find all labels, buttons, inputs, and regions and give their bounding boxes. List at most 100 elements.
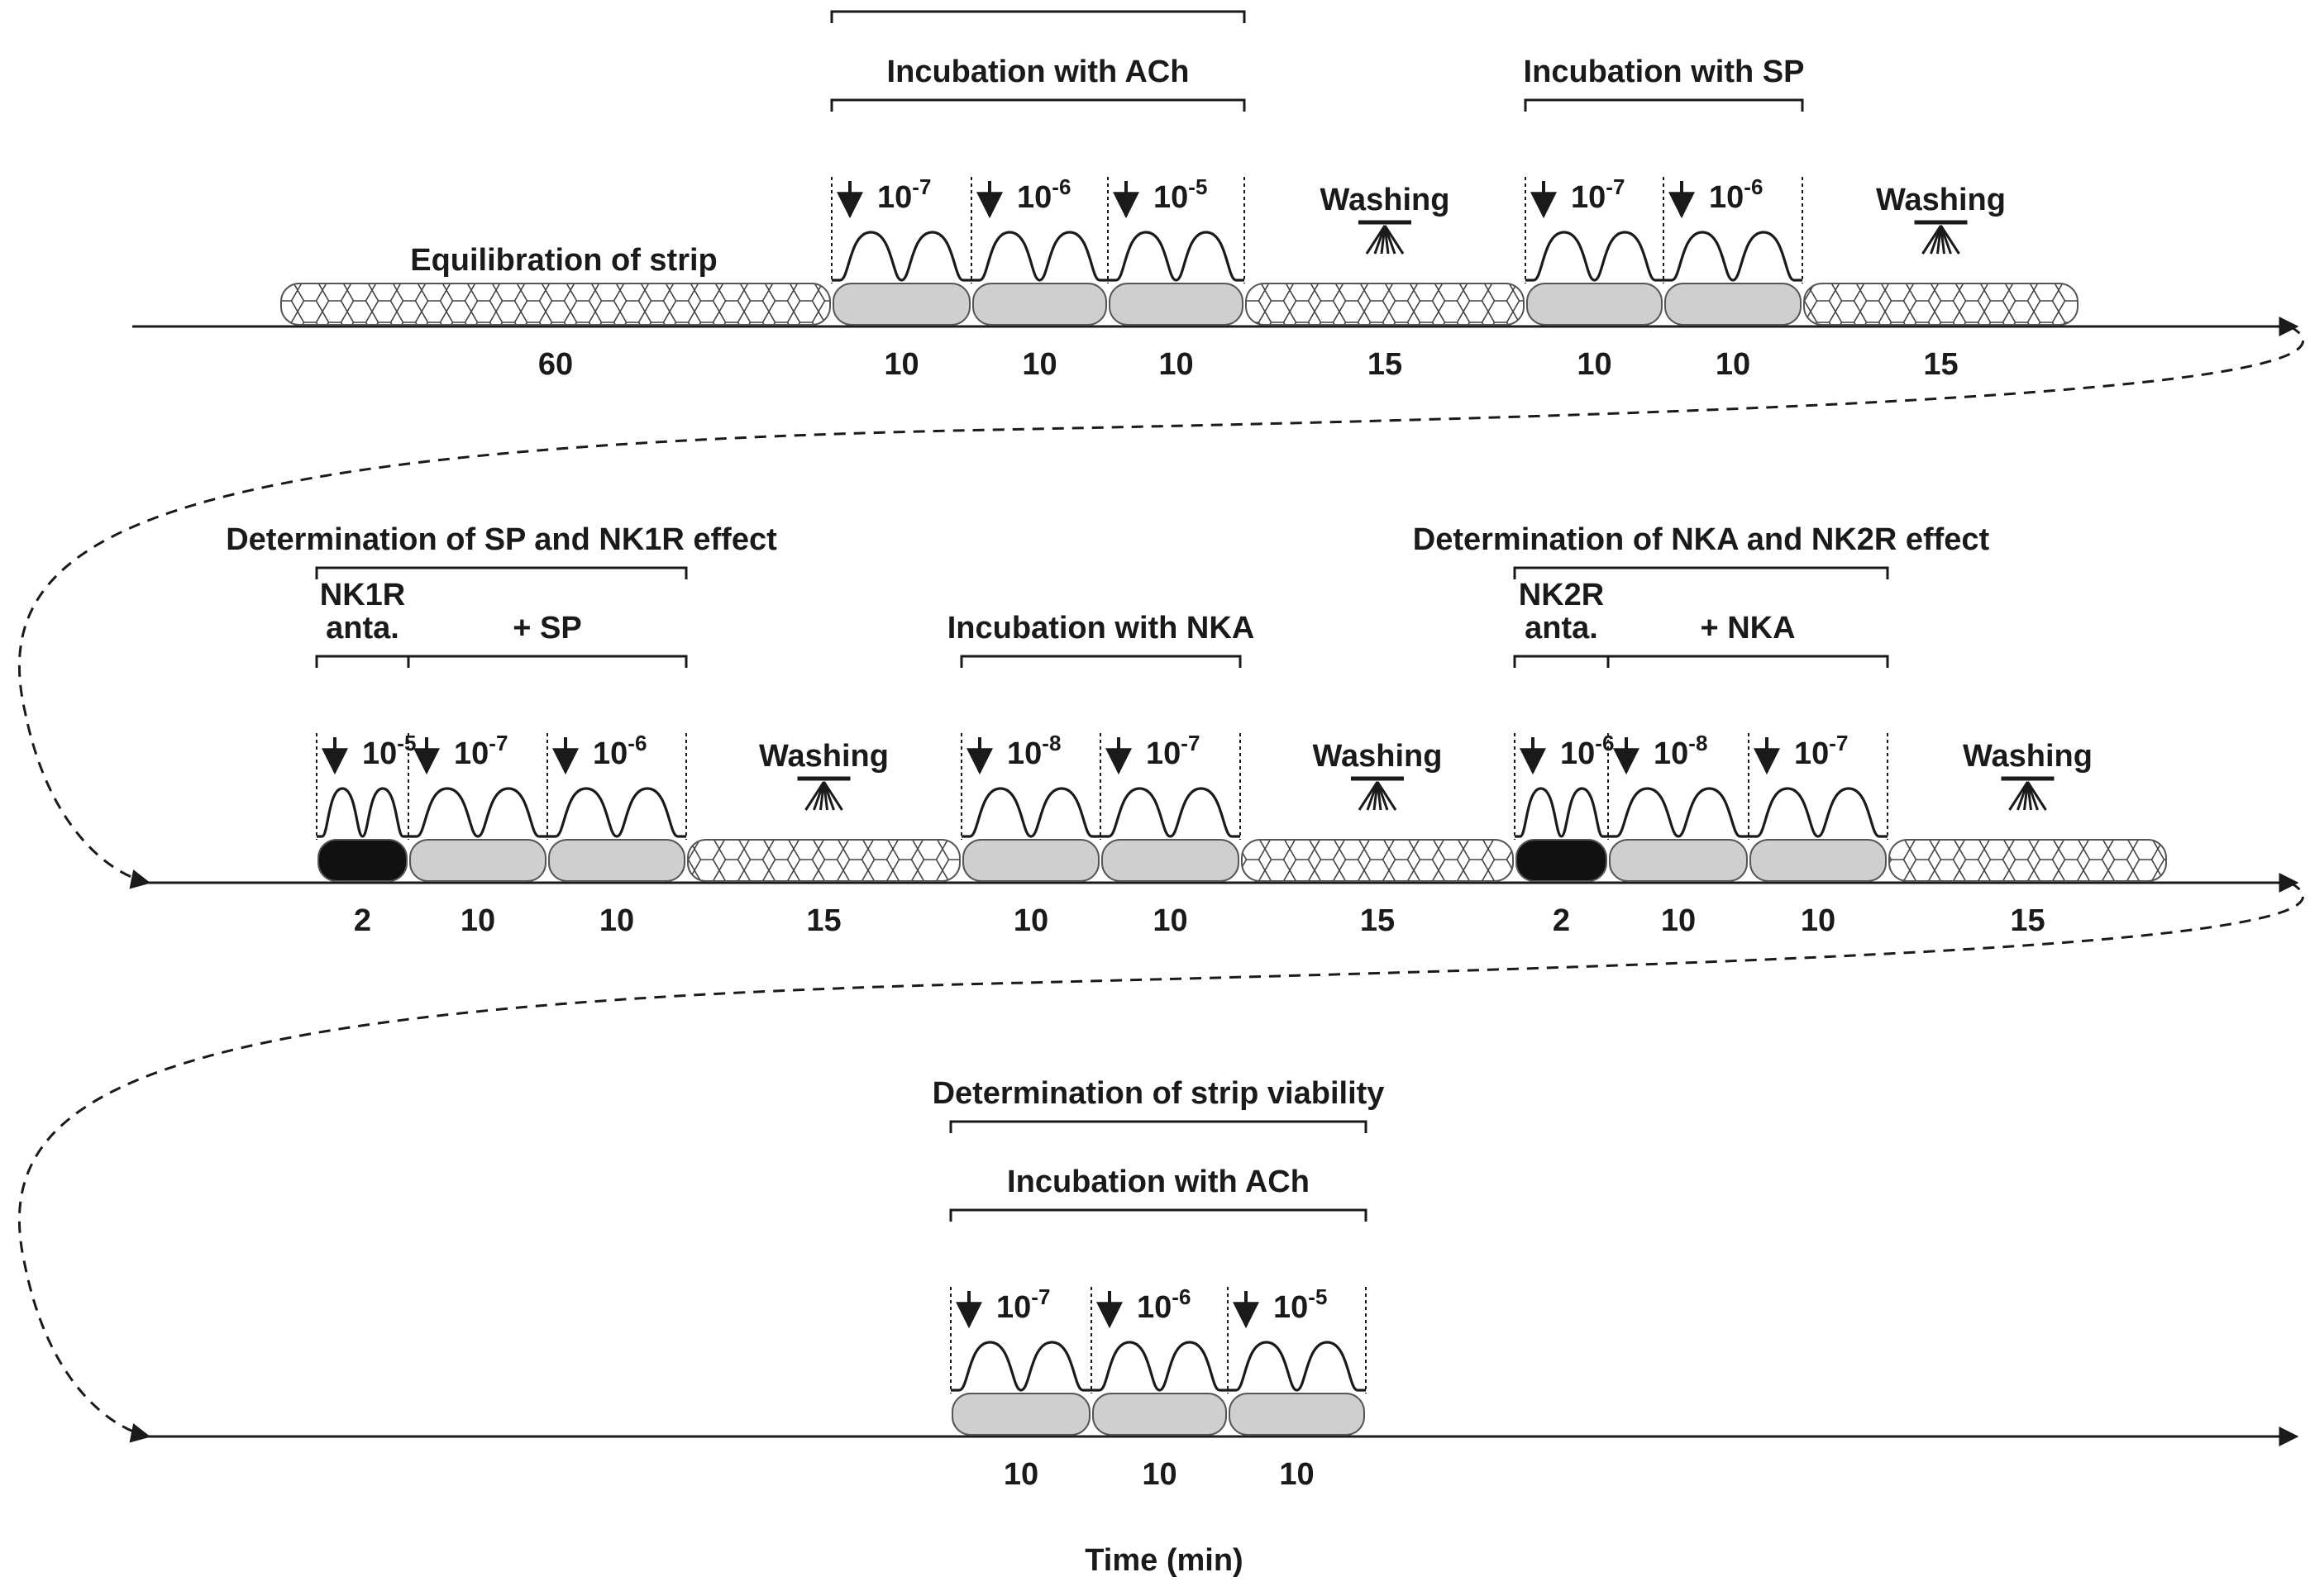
concentration-label: 10-6 bbox=[593, 731, 647, 771]
contraction-wave bbox=[1091, 1341, 1228, 1392]
incubation-bar bbox=[548, 839, 685, 882]
time-axis-label: Time (min) bbox=[1085, 1543, 1243, 1578]
duration-label: 10 bbox=[884, 347, 919, 382]
duration-label: 10 bbox=[1577, 347, 1611, 382]
incubation-bar bbox=[952, 1393, 1091, 1436]
phase-bracket: + NKA bbox=[1606, 611, 1889, 668]
segment-antagonist: 210-5 bbox=[316, 731, 416, 938]
contraction-wave bbox=[1515, 787, 1608, 838]
contraction-wave bbox=[1608, 787, 1749, 838]
contraction-wave bbox=[951, 1341, 1091, 1392]
incubation-bar bbox=[833, 283, 971, 326]
segment-equilibration: 60 Equilibration of strip bbox=[280, 243, 831, 382]
concentration-label: 10-6 bbox=[1017, 174, 1071, 215]
concentration-label: 10-6 bbox=[1709, 174, 1763, 215]
segment-incubation: 10 10-7 bbox=[1525, 174, 1664, 382]
concentration-label: 10-7 bbox=[454, 731, 508, 771]
segment-antagonist: 210-6 bbox=[1514, 731, 1614, 938]
phase-bracket: + SP bbox=[407, 611, 688, 668]
segment-incubation: 10 10-7 bbox=[950, 1284, 1092, 1492]
concentration-label: 10-8 bbox=[1007, 731, 1061, 771]
segment-incubation: 10 10-7 bbox=[831, 174, 972, 382]
phase-bracket: Determination of strip viability bbox=[933, 1076, 1385, 1133]
bracket-label: Incubation with NKA bbox=[947, 611, 1255, 646]
contraction-wave bbox=[1663, 231, 1802, 282]
concentration-label: 10-7 bbox=[1571, 174, 1625, 215]
washing-label: Washing bbox=[759, 739, 889, 774]
phase-bracket: Incubation with ACh bbox=[830, 55, 1246, 112]
phase-bracket: Determination of strip viability bbox=[812, 0, 1264, 23]
phase-bracket: Incubation with ACh bbox=[949, 1165, 1367, 1222]
contraction-wave bbox=[408, 787, 547, 838]
incubation-bar bbox=[1101, 839, 1239, 882]
segment-washing: 15 Washing bbox=[1241, 739, 1514, 938]
bracket-label: Determination of SP and NK1R effect bbox=[226, 522, 777, 557]
row-connector-2 bbox=[17, 881, 2304, 1443]
bracket-label: + SP bbox=[513, 611, 581, 646]
incubation-bar bbox=[1092, 1393, 1227, 1436]
bracket-label: NK1R bbox=[320, 578, 405, 612]
bracket-label: NK2R bbox=[1519, 578, 1604, 612]
contraction-wave bbox=[962, 787, 1100, 838]
incubation-bar bbox=[1664, 283, 1802, 326]
bracket-label: Determination of strip viability bbox=[933, 1076, 1385, 1111]
contraction-wave bbox=[317, 787, 408, 838]
washing-label: Washing bbox=[1313, 739, 1443, 774]
segment-incubation: 10 10-7 bbox=[408, 731, 548, 938]
phase-bracket: Incubation with NKA bbox=[947, 611, 1255, 668]
washing-bar bbox=[1241, 839, 1514, 882]
incubation-bar bbox=[1749, 839, 1887, 882]
equilibration-bar bbox=[280, 283, 831, 326]
washing-shower-icon bbox=[1914, 220, 1968, 255]
washing-bar bbox=[687, 839, 961, 882]
concentration-label: 10-7 bbox=[877, 174, 931, 215]
segment-incubation: 10 10-7 bbox=[1748, 731, 1888, 938]
duration-label: 10 bbox=[461, 903, 495, 938]
washing-shower-icon bbox=[797, 776, 851, 811]
bracket-label: Determination of NKA and NK2R effect bbox=[1413, 522, 1990, 557]
contraction-wave bbox=[1100, 787, 1240, 838]
segment-incubation: 10 10-5 bbox=[1227, 1284, 1367, 1492]
washing-label: Washing bbox=[1963, 739, 2093, 774]
incubation-bar bbox=[1109, 283, 1243, 326]
concentration-label: 10-5 bbox=[1273, 1284, 1327, 1325]
duration-label: 2 bbox=[354, 903, 371, 938]
equilibration-label: Equilibration of strip bbox=[410, 243, 718, 278]
duration-label: 10 bbox=[1279, 1457, 1314, 1492]
washing-bar bbox=[1245, 283, 1525, 326]
incubation-bar bbox=[1526, 283, 1663, 326]
duration-label: 2 bbox=[1553, 903, 1570, 938]
concentration-label: 10-8 bbox=[1654, 731, 1707, 771]
duration-label: 10 bbox=[1004, 1457, 1038, 1492]
contraction-wave bbox=[1525, 231, 1663, 282]
incubation-bar bbox=[409, 839, 546, 882]
concentration-label: 10-5 bbox=[1153, 174, 1207, 215]
concentration-label: 10-7 bbox=[996, 1284, 1050, 1325]
duration-label: 10 bbox=[1716, 347, 1750, 382]
duration-label: 60 bbox=[538, 347, 573, 382]
concentration-label: 10-7 bbox=[1794, 731, 1848, 771]
timeline-row-2: 210-51010-71010-615Washing1010-81010-715… bbox=[149, 522, 2299, 938]
bracket-label: anta. bbox=[1525, 611, 1598, 646]
duration-label: 10 bbox=[1014, 903, 1048, 938]
washing-shower-icon bbox=[1358, 220, 1411, 255]
incubation-bar bbox=[1609, 839, 1748, 882]
duration-label: 15 bbox=[1360, 903, 1395, 938]
segment-incubation: 10 10-8 bbox=[961, 731, 1101, 938]
bracket-label: Determination of strip viability bbox=[812, 0, 1264, 1]
duration-label: 10 bbox=[1801, 903, 1835, 938]
duration-label: 10 bbox=[1153, 903, 1187, 938]
antagonist-bar bbox=[317, 839, 408, 882]
phase-bracket: Determination of NKA and NK2R effect bbox=[1413, 522, 1990, 579]
duration-label: 10 bbox=[1142, 1457, 1176, 1492]
incubation-bar bbox=[972, 283, 1107, 326]
